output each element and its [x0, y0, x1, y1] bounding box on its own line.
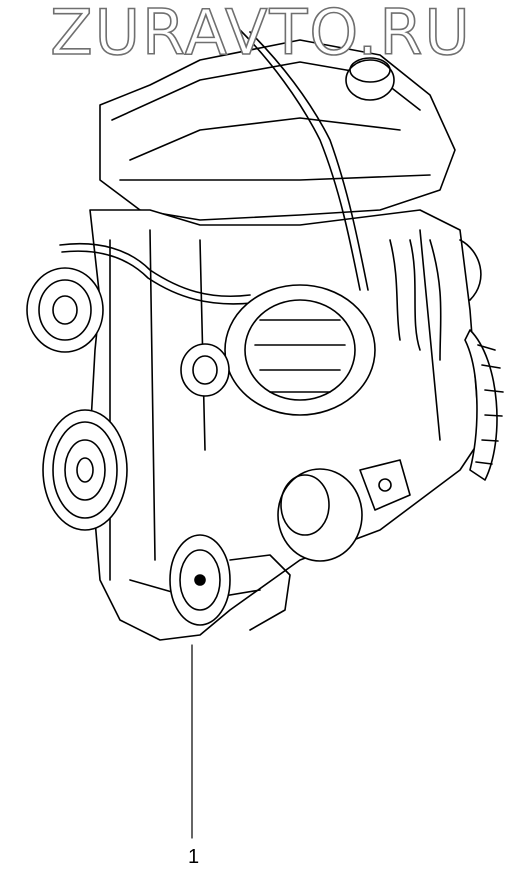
pipe-harness [59, 29, 369, 305]
crankshaft-pulley [42, 409, 128, 531]
engine-mount [359, 459, 411, 511]
engine-block [89, 209, 481, 641]
cylinder-head-cover [99, 39, 456, 221]
alternator [180, 284, 376, 416]
oil-filter [277, 468, 363, 562]
water-pump-pulley [26, 267, 104, 353]
flywheel [464, 329, 504, 481]
oil-filler-cap [345, 57, 395, 101]
power-steering-pump [169, 534, 291, 631]
ignition-wires [389, 239, 482, 361]
callout-label: 1 [188, 846, 200, 868]
